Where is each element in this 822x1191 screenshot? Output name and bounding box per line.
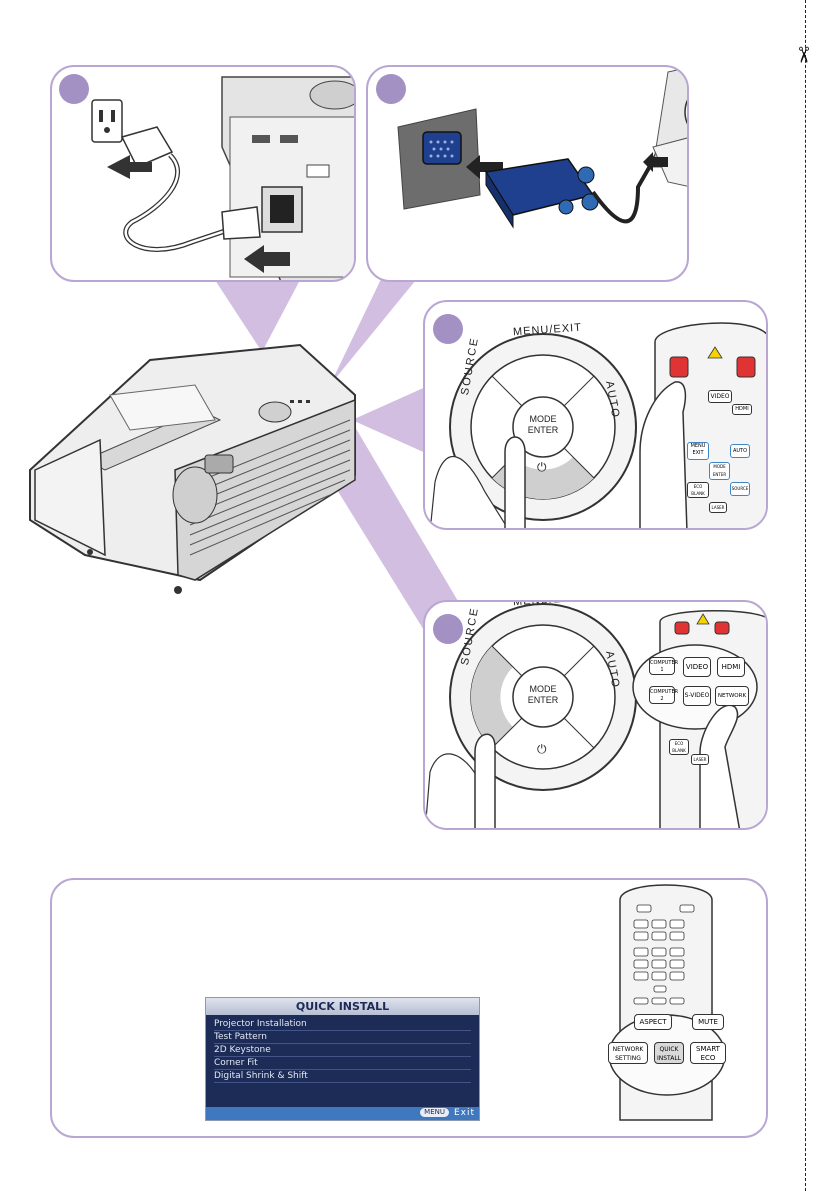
remote-network-setting-button[interactable]: NETWORK SETTING [608,1042,648,1064]
keypad-power-illustration [429,322,766,528]
osd-item-corner-fit[interactable]: Corner Fit [214,1057,471,1070]
remote-mute-button[interactable]: MUTE [692,1014,724,1030]
step-badge-1: 1 [59,74,89,104]
panel-vga-connection: 2 [366,65,689,282]
power-icon-2[interactable]: ⏻ [537,742,547,756]
remote-laser-button[interactable]: LASER [709,502,727,513]
remote-video-button-2[interactable]: VIDEO [683,657,711,677]
remote-quick-install-button[interactable]: QUICK INSTALL [654,1042,684,1064]
step-badge-2: 2 [376,74,406,104]
osd-exit-label: Exit [453,1108,475,1118]
osd-item-projector-installation[interactable]: Projector Installation [214,1018,471,1031]
arrow-left-icon [107,155,152,179]
cut-line [805,0,806,1191]
remote-laser-button-2[interactable]: LASER [691,754,709,765]
osd-item-digital-shrink-shift[interactable]: Digital Shrink & Shift [214,1070,471,1083]
arrow-left-icon-2 [244,245,290,273]
arrow-left-icon-3 [466,155,503,179]
step-badge-4: 4 [433,614,463,644]
remote-smart-eco-button[interactable]: SMART ECO [690,1042,726,1064]
power-icon[interactable]: ⏻ [537,460,547,474]
remote-computer2-button[interactable]: COMPUTER 2 [649,686,678,704]
quick-install-osd: QUICK INSTALL Projector Installation Tes… [205,997,480,1121]
remote-video-button[interactable]: VIDEO [708,390,732,403]
arrow-left-icon-4 [643,152,668,172]
osd-item-test-pattern[interactable]: Test Pattern [214,1031,471,1044]
panel-power-cord: 1 [50,65,356,282]
vga-connection-illustration [397,67,687,229]
step-badge-3: 3 [433,314,463,344]
osd-menu-key[interactable]: MENU [420,1108,449,1117]
remote-source-button[interactable]: SOURCE [730,482,750,496]
keypad-source-illustration [425,603,766,828]
remote-hdmi-button-2[interactable]: HDMI [717,657,745,677]
osd-title: QUICK INSTALL [206,998,479,1015]
osd-item-2d-keystone[interactable]: 2D Keystone [214,1044,471,1057]
remote-aspect-button[interactable]: ASPECT [634,1014,672,1030]
power-connection-illustration [91,76,354,280]
remote-computer1-button[interactable]: COMPUTER 1 [649,657,678,675]
remote-svideo-button[interactable]: S-VIDEO [683,686,711,706]
osd-footer: MENU Exit [206,1107,479,1120]
remote-network-button[interactable]: NETWORK [715,686,749,706]
remote-auto-button[interactable]: AUTO [730,444,750,458]
remote-hdmi-button[interactable]: HDMI [732,404,752,415]
